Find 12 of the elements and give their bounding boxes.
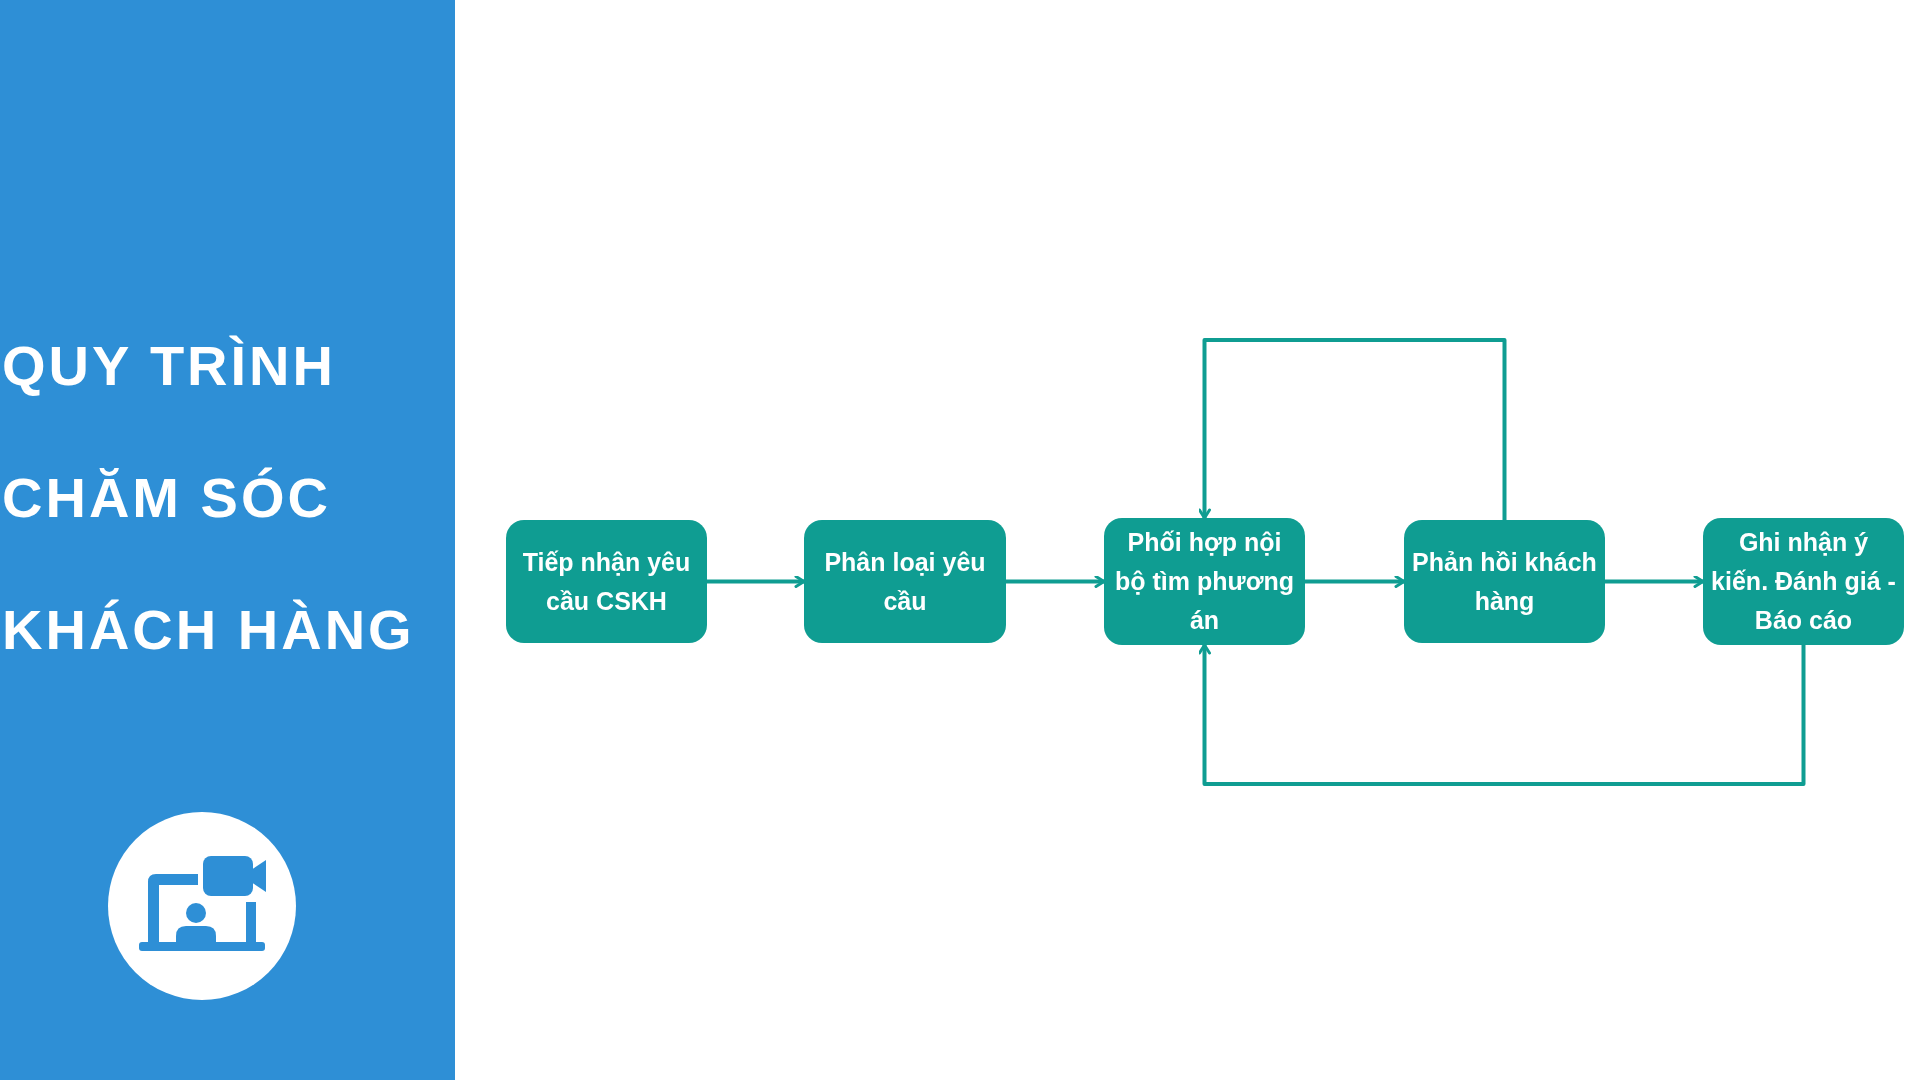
arrow bbox=[1305, 575, 1406, 588]
arrow bbox=[707, 575, 806, 588]
arrow bbox=[1605, 575, 1705, 588]
arrow bbox=[1198, 643, 1806, 786]
arrow bbox=[1198, 338, 1507, 520]
process-box: Tiếp nhận yêu cầu CSKH bbox=[506, 520, 707, 643]
process-box: Ghi nhận ý kiến. Đánh giá - Báo cáo bbox=[1703, 518, 1904, 645]
process-box: Phân loại yêu cầu bbox=[804, 520, 1006, 643]
title: QUY TRÌNH CHĂM SÓC KHÁCH HÀNG bbox=[2, 333, 416, 663]
arrow bbox=[1006, 575, 1106, 588]
process-box: Phản hồi khách hàng bbox=[1404, 520, 1605, 643]
process-box: Phối hợp nội bộ tìm phương án bbox=[1104, 518, 1305, 645]
